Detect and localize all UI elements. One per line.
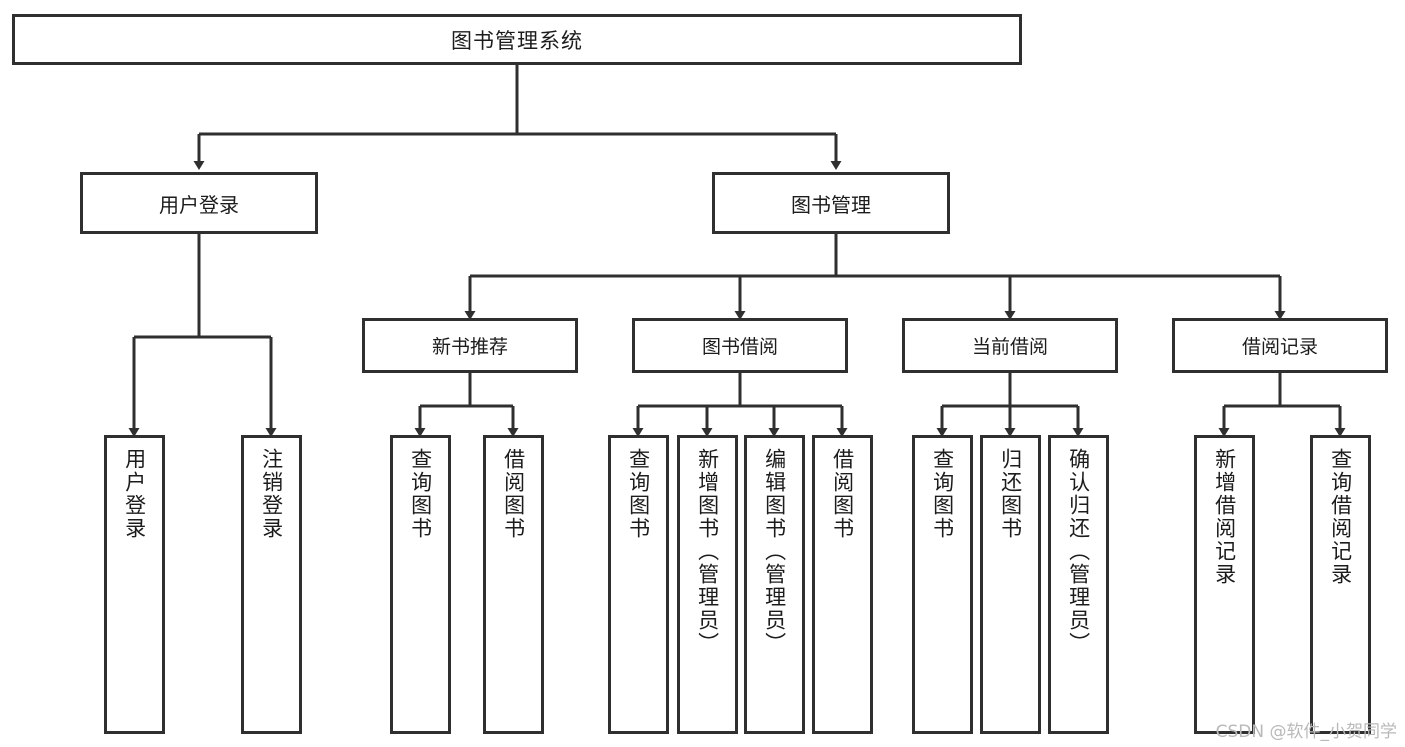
leaf-new-book-borrow[interactable]: 借阅图书 bbox=[483, 435, 544, 734]
node-label: 借阅记录 bbox=[1241, 336, 1318, 358]
node-user-login[interactable]: 用户登录 bbox=[80, 172, 318, 234]
leaf-borrow-edit-book[interactable]: 编辑图书（管理员） bbox=[744, 435, 805, 734]
node-label: 图书管理系统 bbox=[451, 28, 583, 53]
leaf-record-query[interactable]: 查询借阅记录 bbox=[1310, 435, 1371, 734]
node-label: 查询图书 bbox=[930, 448, 955, 540]
leaf-borrow-query-book[interactable]: 查询图书 bbox=[608, 435, 669, 734]
node-label: 查询借阅记录 bbox=[1328, 448, 1353, 586]
leaf-user-login-logout[interactable]: 注销登录 bbox=[241, 435, 302, 734]
node-label: 编辑图书（管理员） bbox=[762, 448, 787, 655]
node-label: 查询图书 bbox=[408, 448, 433, 540]
node-label: 用户登录 bbox=[122, 448, 147, 540]
leaf-current-confirm-return[interactable]: 确认归还（管理员） bbox=[1048, 435, 1109, 734]
node-label: 当前借阅 bbox=[971, 336, 1048, 358]
node-label: 借阅图书 bbox=[830, 448, 855, 540]
node-label: 借阅图书 bbox=[501, 448, 526, 540]
node-book-management[interactable]: 图书管理 bbox=[712, 172, 950, 234]
watermark: CSDN @软件_小贺同学 bbox=[1215, 722, 1397, 742]
leaf-current-return-book[interactable]: 归还图书 bbox=[980, 435, 1041, 734]
node-borrow-record[interactable]: 借阅记录 bbox=[1172, 318, 1388, 373]
leaf-current-query-book[interactable]: 查询图书 bbox=[912, 435, 973, 734]
node-label: 确认归还（管理员） bbox=[1066, 448, 1091, 655]
leaf-borrow-borrow-book[interactable]: 借阅图书 bbox=[812, 435, 873, 734]
node-label: 用户登录 bbox=[159, 192, 239, 217]
node-label: 图书借阅 bbox=[701, 336, 778, 358]
leaf-borrow-add-book[interactable]: 新增图书（管理员） bbox=[677, 435, 738, 734]
leaf-user-login-login[interactable]: 用户登录 bbox=[104, 435, 165, 734]
node-new-book-recommend[interactable]: 新书推荐 bbox=[362, 318, 578, 373]
node-current-borrow[interactable]: 当前借阅 bbox=[902, 318, 1118, 373]
leaf-record-add[interactable]: 新增借阅记录 bbox=[1194, 435, 1255, 734]
node-root-system[interactable]: 图书管理系统 bbox=[12, 14, 1022, 65]
node-label: 新书推荐 bbox=[431, 336, 508, 358]
node-label: 归还图书 bbox=[998, 448, 1023, 540]
leaf-new-book-query[interactable]: 查询图书 bbox=[390, 435, 451, 734]
node-label: 新增图书（管理员） bbox=[695, 448, 720, 655]
node-label: 查询图书 bbox=[626, 448, 651, 540]
node-label: 新增借阅记录 bbox=[1212, 448, 1237, 586]
node-book-borrow[interactable]: 图书借阅 bbox=[632, 318, 848, 373]
node-label: 注销登录 bbox=[259, 448, 284, 540]
node-label: 图书管理 bbox=[791, 192, 871, 217]
